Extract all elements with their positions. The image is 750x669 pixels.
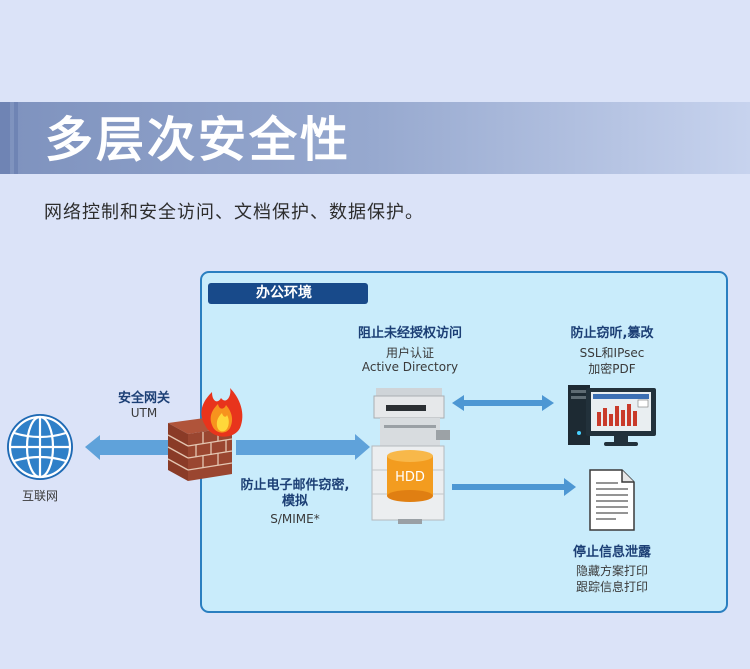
printer-computer-arrow (452, 395, 554, 411)
leak-detail-line2: 跟踪信息打印 (575, 580, 648, 594)
globe-icon (7, 414, 73, 480)
computer-icon (568, 385, 656, 446)
eavesdrop-detail-line1: SSL和IPsec (579, 346, 645, 360)
access-detail-line1: 用户认证 (385, 346, 434, 360)
page-subtitle: 网络控制和安全访问、文档保护、数据保护。 (44, 202, 424, 223)
leak-title: 停止信息泄露 (572, 545, 651, 560)
page-title: 多层次安全性 (45, 112, 352, 168)
eavesdrop-detail-line2: 加密PDF (588, 362, 636, 376)
email-title-line2: 模拟 (281, 494, 308, 509)
office-environment-label: 办公环境 (208, 283, 368, 304)
email-detail: S/MIME* (270, 512, 320, 526)
title-accent-bar (0, 102, 10, 174)
document-icon (589, 469, 635, 531)
gateway-detail: UTM (130, 406, 158, 420)
title-accent-bar-thin (14, 102, 18, 174)
gateway-title: 安全网关 (117, 391, 170, 406)
fire-icon (201, 388, 243, 437)
title-band (0, 102, 750, 174)
printer-document-arrow (452, 478, 576, 496)
hdd-label: HDD (395, 470, 425, 485)
email-title-line1: 防止电子邮件窃密, (240, 478, 350, 493)
eavesdrop-title: 防止窃听,篡改 (570, 326, 654, 341)
internet-link-arrow (85, 434, 370, 460)
leak-detail-line1: 隐藏方案打印 (575, 564, 648, 578)
access-title: 阻止未经授权访问 (357, 326, 462, 341)
internet-label: 互联网 (21, 489, 58, 503)
access-detail-line2: Active Directory (361, 360, 459, 374)
hdd-icon (387, 450, 433, 502)
